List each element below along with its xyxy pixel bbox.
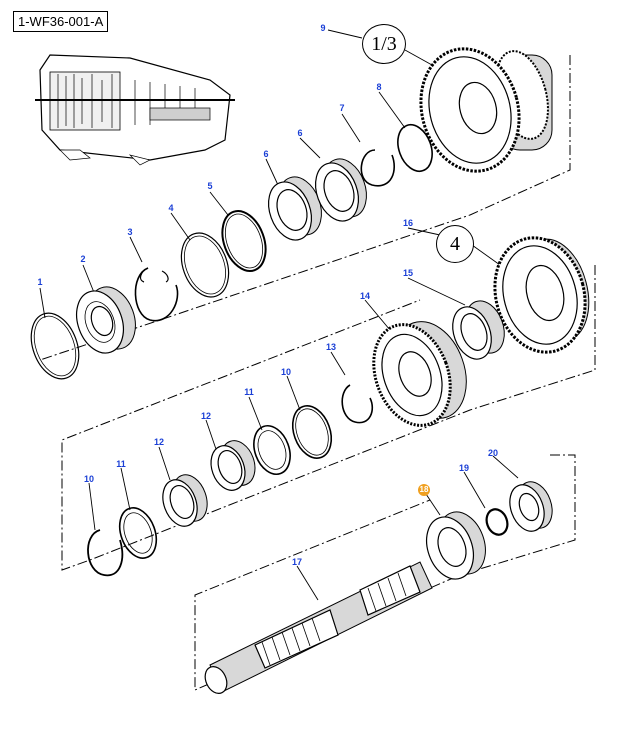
part-4-snap-ring[interactable] <box>173 226 237 303</box>
part-16-gear[interactable] <box>482 228 599 363</box>
callout-6b[interactable]: 6 <box>297 128 303 138</box>
callout-8[interactable]: 8 <box>376 82 382 92</box>
callout-20[interactable]: 20 <box>487 448 499 458</box>
callout-9[interactable]: 9 <box>320 23 326 33</box>
callout-6a[interactable]: 6 <box>263 149 269 159</box>
callout-14[interactable]: 14 <box>359 291 371 301</box>
group-label-4: 4 <box>436 225 474 263</box>
part-11-spacer-upper[interactable] <box>247 421 296 480</box>
part-15-bushing[interactable] <box>446 295 511 364</box>
part-6-bearing-cup-b[interactable] <box>308 153 374 227</box>
part-17-main-shaft[interactable] <box>201 561 433 697</box>
callout-3[interactable]: 3 <box>127 227 133 237</box>
callout-17[interactable]: 17 <box>291 557 303 567</box>
part-12-bushing-lower[interactable] <box>157 470 213 531</box>
part-2-bearing[interactable] <box>68 280 143 359</box>
group-label-1-3: 1/3 <box>362 24 406 64</box>
part-18-bearing[interactable] <box>418 505 493 585</box>
callout-12-lower[interactable]: 12 <box>153 437 165 447</box>
part-10-snap-ring-lower[interactable] <box>87 529 124 577</box>
callout-11-lower[interactable]: 11 <box>116 459 126 469</box>
leader-lines <box>39 29 519 601</box>
callout-1[interactable]: 1 <box>37 277 43 287</box>
callout-16[interactable]: 16 <box>402 218 414 228</box>
callout-15[interactable]: 15 <box>402 268 414 278</box>
part-11-spacer-lower[interactable] <box>113 503 163 563</box>
part-19-o-ring[interactable] <box>483 506 511 537</box>
part-10-snap-ring-upper[interactable] <box>286 400 338 463</box>
callout-2[interactable]: 2 <box>80 254 86 264</box>
part-14-synchro-gear[interactable] <box>360 311 479 436</box>
callout-5[interactable]: 5 <box>207 181 213 191</box>
callout-10-lower[interactable]: 10 <box>83 474 95 484</box>
part-6-bearing-cup-a[interactable] <box>261 171 329 246</box>
callout-19[interactable]: 19 <box>458 463 470 473</box>
callout-4[interactable]: 4 <box>168 203 174 213</box>
callout-12-upper[interactable]: 12 <box>200 411 212 421</box>
part-3-circlip[interactable] <box>134 267 179 322</box>
callout-7[interactable]: 7 <box>339 103 345 113</box>
callout-10-upper[interactable]: 10 <box>280 367 292 377</box>
part-20-seal[interactable] <box>504 477 558 536</box>
part-1-snap-ring[interactable] <box>23 307 88 386</box>
part-7-circlip[interactable] <box>360 149 396 187</box>
callout-18-highlighted[interactable]: 18 <box>418 484 430 496</box>
callout-11-upper[interactable]: 11 <box>244 387 254 397</box>
part-13-circlip[interactable] <box>341 384 374 424</box>
part-5-snap-ring[interactable] <box>215 205 274 277</box>
transmission-thumbnail <box>35 54 235 166</box>
diagram-reference-code: 1-WF36-001-A <box>13 11 109 32</box>
part-12-bushing-upper[interactable] <box>205 436 261 495</box>
callout-13[interactable]: 13 <box>325 342 337 352</box>
part-8-snap-ring[interactable] <box>392 120 438 176</box>
part-9-cluster-gear[interactable] <box>408 38 557 183</box>
